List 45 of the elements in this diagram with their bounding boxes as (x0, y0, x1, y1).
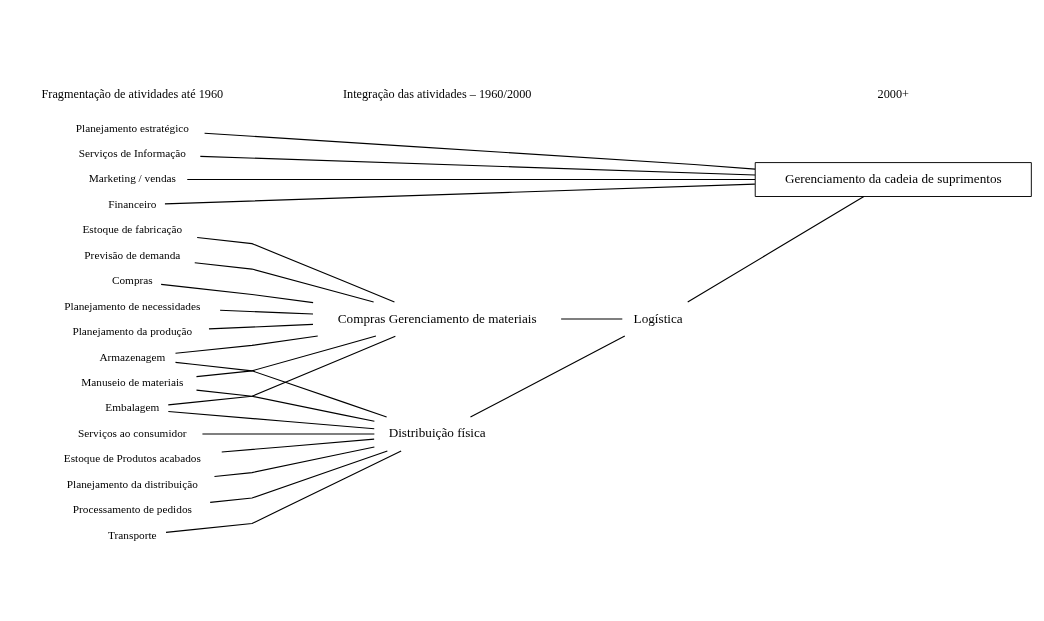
node-text: Distribuição física (388, 424, 486, 440)
connector (221, 438, 375, 453)
node-text: Planejamento da produção (72, 324, 193, 337)
label: Integração das atividades – 1960/2000 (342, 86, 532, 101)
node-text: Serviços de Informação (78, 146, 186, 159)
node-text: Planejamento da distribuição (66, 477, 198, 490)
connector (469, 335, 626, 418)
connector (167, 410, 375, 429)
connector (167, 335, 396, 405)
node-text: Estoque de fabricação (82, 222, 183, 235)
connector (208, 323, 314, 329)
node-text: Marketing / vendas (88, 171, 176, 184)
node-text: Transporte (108, 528, 157, 541)
node-text: Serviços ao consumidor (78, 426, 187, 439)
node-text: Planejamento estratégico (75, 121, 189, 134)
node-text: Financeiro (108, 197, 157, 210)
connector (219, 309, 314, 315)
node-text: Manuseio de materiais (81, 375, 184, 388)
connector (174, 334, 319, 354)
connector (196, 236, 395, 302)
connector (165, 449, 402, 533)
node-box: Gerenciamento da cadeia de suprimentos (754, 161, 1032, 197)
node-text: Processamento de pedidos (72, 502, 192, 515)
node-text: Estoque de Produtos acabados (63, 451, 201, 464)
connector (687, 195, 865, 302)
node-text: Compras (111, 273, 153, 286)
label: 2000+ (877, 86, 909, 101)
connector (204, 132, 756, 170)
connector (213, 445, 375, 477)
node-text: Compras Gerenciamento de materiais (337, 310, 537, 325)
node-text: Armazenagem (99, 350, 166, 363)
connector (174, 361, 388, 418)
connector (194, 261, 375, 303)
connector (160, 283, 314, 303)
node-text: Planejamento de necessidades (64, 299, 201, 312)
node-text: Embalagem (105, 400, 160, 413)
connector (195, 389, 375, 422)
node-text: Previsão de demanda (84, 248, 181, 261)
connector (186, 178, 756, 180)
label: Fragmentação de atividades até 1960 (41, 86, 224, 101)
connector (199, 155, 756, 175)
connector (195, 334, 377, 377)
connector (209, 449, 388, 503)
node-text: Logística (633, 310, 683, 325)
connector (164, 183, 756, 204)
